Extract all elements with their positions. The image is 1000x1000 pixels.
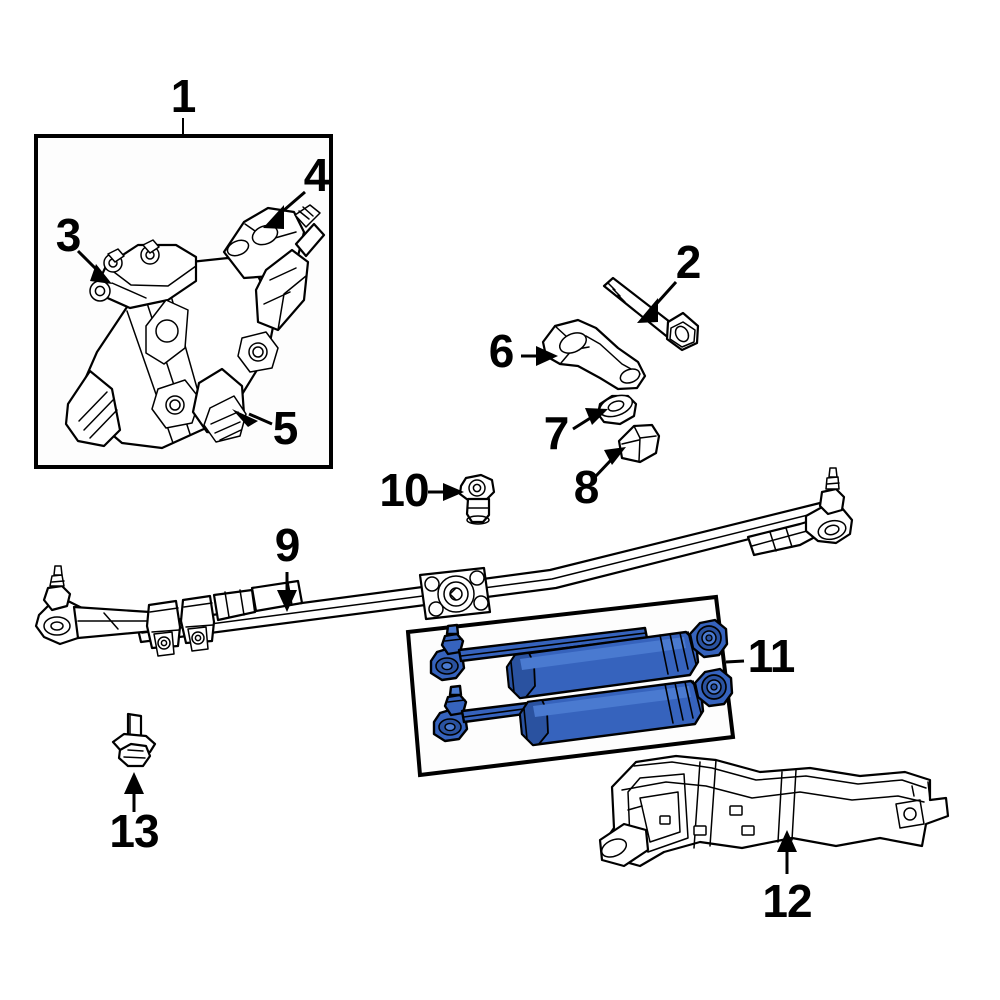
callout-label-12[interactable]: 12 bbox=[762, 875, 812, 927]
damper-upper-stud bbox=[445, 623, 460, 636]
ball-stud-shank bbox=[465, 497, 491, 524]
skid-plate-slot-1 bbox=[729, 805, 743, 816]
callout-labels: 1 2 3 4 5 6 7 8 9 10 11 12 13 bbox=[56, 70, 813, 927]
left-tre-stud-tip bbox=[53, 565, 63, 576]
damper-lower-stud bbox=[448, 684, 463, 697]
skid-plate-illustration bbox=[598, 754, 950, 874]
steering-damper-upper bbox=[429, 618, 729, 700]
pitman-arm-hole-small bbox=[619, 368, 641, 384]
callout-3-arrow bbox=[76, 249, 112, 284]
pitman-arm-hole-large bbox=[559, 332, 587, 354]
callout-7-arrow bbox=[572, 408, 608, 431]
washer-7-illustration bbox=[572, 394, 638, 431]
ball-stud-10-illustration bbox=[428, 473, 496, 525]
right-tie-rod-end bbox=[746, 467, 854, 557]
gearbox-end-cap bbox=[64, 369, 122, 448]
left-tre-bore bbox=[43, 616, 71, 636]
bolt-13-illustration bbox=[111, 712, 157, 812]
callout-label-10[interactable]: 10 bbox=[379, 464, 429, 516]
pitman-shaft-output bbox=[203, 395, 247, 443]
callout-4-arrow bbox=[263, 190, 306, 229]
input-shaft bbox=[294, 222, 326, 258]
left-tre-collar bbox=[42, 584, 72, 612]
steering-damper-group bbox=[405, 594, 745, 778]
callout-label-11[interactable]: 11 bbox=[748, 630, 796, 682]
adjuster-clamp-1 bbox=[145, 599, 182, 657]
valve-port-2 bbox=[226, 239, 250, 257]
callout-label-5[interactable]: 5 bbox=[273, 402, 299, 454]
left-tie-rod-end bbox=[34, 565, 156, 646]
drag-link-center-bracket bbox=[418, 566, 492, 621]
callout-label-4[interactable]: 4 bbox=[304, 149, 331, 201]
skid-plate-slot-4 bbox=[659, 815, 671, 825]
callout-label-8[interactable]: 8 bbox=[574, 461, 600, 513]
callout-2-arrow bbox=[637, 280, 678, 323]
callout-label-6[interactable]: 6 bbox=[489, 325, 515, 377]
skid-plate-slot-3 bbox=[741, 825, 755, 836]
leader-line-11 bbox=[725, 659, 745, 664]
pitman-arm-illustration bbox=[521, 318, 647, 391]
callout-10-arrow bbox=[428, 483, 464, 501]
damper-lower-highlight-band bbox=[533, 686, 691, 717]
steering-damper-lower bbox=[432, 667, 734, 747]
nut-8-illustration bbox=[592, 423, 661, 480]
drag-link-assembly-illustration bbox=[34, 467, 854, 657]
callout-12-arrow bbox=[777, 830, 797, 874]
gearbox-center-hole bbox=[155, 319, 179, 343]
valve-port-1 bbox=[251, 224, 279, 246]
right-tre-collar bbox=[818, 487, 846, 516]
callout-label-7[interactable]: 7 bbox=[544, 407, 570, 459]
callout-6-arrow bbox=[521, 346, 558, 366]
washer-hole bbox=[607, 400, 625, 412]
nut-body bbox=[617, 423, 661, 464]
bolt-2-illustration bbox=[602, 276, 700, 352]
skid-plate-slot-2 bbox=[693, 825, 707, 836]
adjuster-clamp-2 bbox=[179, 594, 216, 652]
damper-upper-highlight-band bbox=[520, 637, 686, 670]
flange-stud bbox=[107, 248, 125, 263]
skid-plate-left-tab-hole bbox=[600, 838, 628, 858]
flange-boss-1 bbox=[89, 280, 111, 302]
bolt-2-head bbox=[665, 311, 700, 352]
bolt-13-head bbox=[117, 742, 152, 768]
callout-5-arrow bbox=[232, 409, 273, 427]
flange-stud-2 bbox=[142, 239, 160, 254]
gearbox-right-block bbox=[254, 248, 310, 332]
steering-gear-assembly-group bbox=[34, 118, 333, 469]
callout-label-9[interactable]: 9 bbox=[275, 519, 301, 571]
callout-label-3[interactable]: 3 bbox=[56, 209, 82, 261]
callout-13-arrow bbox=[124, 772, 144, 812]
callout-label-13[interactable]: 13 bbox=[109, 805, 159, 857]
callout-label-2[interactable]: 2 bbox=[676, 236, 702, 288]
callout-8-arrow bbox=[592, 447, 626, 480]
drag-link-sleeve-left bbox=[212, 588, 257, 622]
callout-label-1[interactable]: 1 bbox=[171, 70, 197, 122]
skid-plate-mount-boss bbox=[895, 799, 925, 829]
right-tre-stud-tip bbox=[828, 467, 838, 478]
right-tre-bore bbox=[817, 519, 847, 541]
callout-9-arrow bbox=[277, 572, 297, 612]
steering-gearbox-illustration bbox=[64, 204, 326, 450]
